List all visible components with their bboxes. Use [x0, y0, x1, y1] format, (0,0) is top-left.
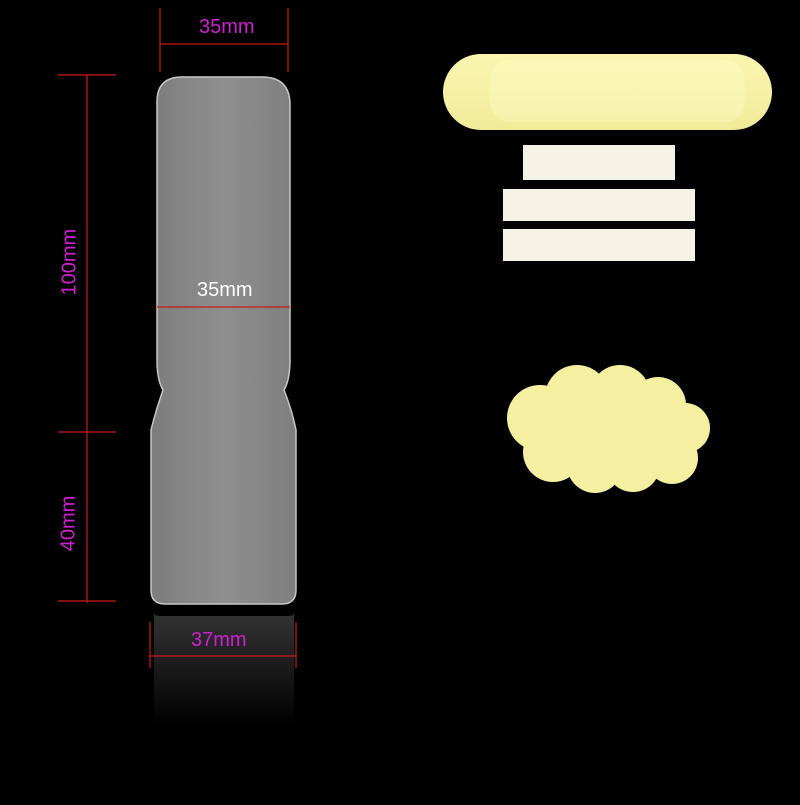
upper-length-label: 100mm: [58, 228, 81, 296]
lower-length-label: 40mm: [57, 495, 80, 552]
cloud-foam-pad: [507, 365, 710, 493]
middle-width-label: 35mm: [197, 279, 253, 301]
clear-plate: [150, 76, 297, 605]
adhesive-strip-2: [503, 189, 695, 221]
plate-reflection: [154, 612, 294, 725]
oval-foam-pad: [443, 54, 772, 130]
dimension-lines: [58, 8, 297, 668]
bottom-width-label: 37mm: [191, 629, 247, 651]
top-width-label: 35mm: [199, 16, 255, 38]
adhesive-strip-1: [523, 145, 675, 180]
pad-highlight: [490, 60, 745, 122]
adhesive-strip-3: [503, 229, 695, 261]
